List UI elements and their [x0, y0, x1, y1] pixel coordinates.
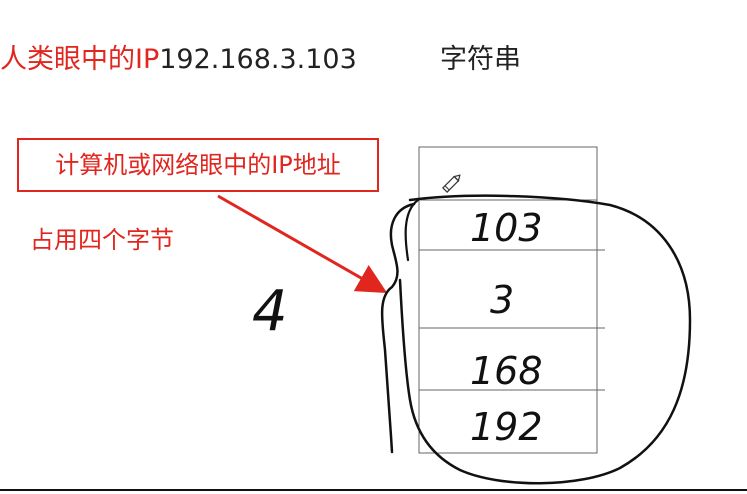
- ip-value-text: 192.168.3.103: [159, 44, 357, 75]
- pencil-icon: [442, 174, 461, 193]
- byte-count-handwritten: 4: [252, 279, 288, 344]
- bracket-stroke: [380, 202, 416, 454]
- computer-view-label: 计算机或网络眼中的IP地址: [55, 151, 341, 179]
- memory-cell-value: 3: [490, 278, 514, 322]
- computer-view-callout: 计算机或网络眼中的IP地址: [17, 138, 379, 192]
- human-view-label: 人类眼中的IP: [0, 44, 160, 75]
- string-type-label: 字符串: [440, 44, 521, 75]
- memory-cell-value: 192: [470, 405, 543, 449]
- human-view-group: 人类眼中的IP192.168.3.103: [0, 40, 357, 80]
- callout-arrow: [217, 194, 388, 293]
- four-bytes-note: 占用四个字节: [30, 226, 174, 254]
- header-line: 人类眼中的IP192.168.3.103 字符串: [0, 40, 747, 80]
- bytes-circle: [398, 194, 692, 485]
- bracket-stroke: [404, 198, 420, 262]
- bottom-rule: [0, 489, 747, 491]
- memory-cell-value: 103: [470, 206, 543, 250]
- memory-cell-value: 168: [470, 349, 543, 393]
- memory-table-frame: [418, 146, 598, 454]
